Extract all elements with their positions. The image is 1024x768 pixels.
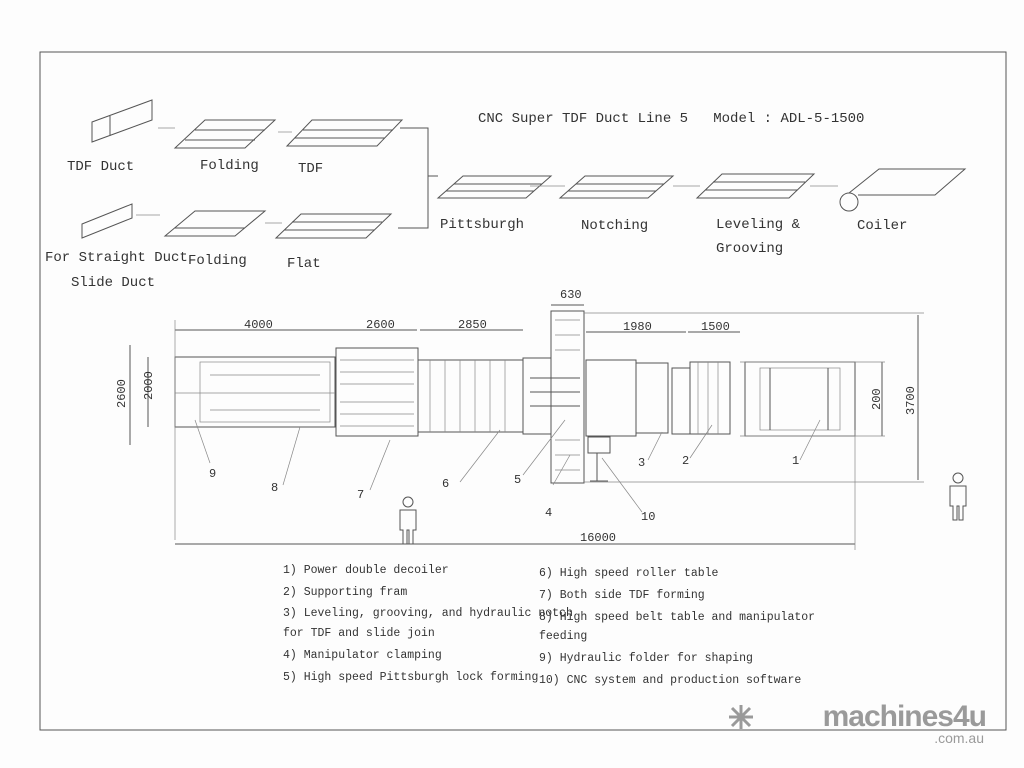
- callout-6: 6: [442, 477, 449, 491]
- tdf-forming: [335, 347, 419, 437]
- dim-4000: 4000: [244, 318, 273, 332]
- dim-height-2600: 2600: [115, 379, 129, 408]
- drawing-frame: [39, 51, 1007, 731]
- label-coiler: Coiler: [857, 218, 907, 234]
- label-folding-2: Folding: [188, 253, 247, 269]
- legend-item-2: 2) Supporting fram: [283, 586, 407, 599]
- cnc-console: [587, 436, 611, 454]
- callout-4: 4: [545, 506, 552, 520]
- coiler-roll: [839, 192, 859, 212]
- callout-1: 1: [792, 454, 799, 468]
- notching-sheet: [558, 175, 675, 199]
- dim-1980: 1980: [623, 320, 652, 334]
- human-figure-right: [949, 472, 967, 521]
- legend-item-3-cont: for TDF and slide join: [283, 627, 435, 640]
- decoiler: [744, 361, 856, 437]
- diagram-title: CNC Super TDF Duct Line 5 Model : ADL-5-…: [478, 111, 864, 127]
- label-grooving: Grooving: [716, 241, 783, 257]
- callout-5: 5: [514, 473, 521, 487]
- watermark-domain: .com.au: [934, 730, 984, 746]
- legend-item-7: 7) Both side TDF forming: [539, 589, 705, 602]
- pittsburgh-sheet: [436, 175, 553, 199]
- roller-table: [417, 359, 524, 433]
- legend-item-1: 1) Power double decoiler: [283, 564, 449, 577]
- label-tdf: TDF: [298, 161, 323, 177]
- callout-leaders: [194, 419, 821, 513]
- callout-7: 7: [357, 488, 364, 502]
- watermark-brand: machines4u: [822, 700, 987, 733]
- label-notching: Notching: [581, 218, 648, 234]
- folding-sheet-2: [163, 210, 267, 237]
- dim-2850: 2850: [458, 318, 487, 332]
- legend-item-3: 3) Leveling, grooving, and hydraulic not…: [283, 607, 573, 620]
- callout-9: 9: [209, 467, 216, 481]
- label-tdf-duct: TDF Duct: [67, 159, 134, 175]
- label-folding-1: Folding: [200, 158, 259, 174]
- dim-1500: 1500: [701, 320, 730, 334]
- machines4u-logo-icon: [729, 705, 753, 729]
- callout-2: 2: [682, 454, 689, 468]
- leveling-sheet: [695, 173, 816, 199]
- dim-height-200: 200: [870, 388, 884, 410]
- label-flat: Flat: [287, 256, 321, 272]
- human-figure-left: [399, 496, 417, 545]
- tdf-sheet: [285, 119, 404, 147]
- label-pittsburgh: Pittsburgh: [440, 217, 524, 233]
- label-slide-duct: Slide Duct: [71, 275, 155, 291]
- legend: 1) Power double decoiler 2) Supporting f…: [283, 564, 815, 687]
- flat-sheet: [274, 213, 393, 239]
- pittsburgh-former: [522, 357, 552, 435]
- legend-item-9: 9) Hydraulic folder for shaping: [539, 652, 753, 665]
- coiler-sheet: [848, 168, 967, 196]
- dim-630: 630: [560, 288, 582, 302]
- straight-duct-shape: [81, 203, 133, 239]
- legend-item-6: 6) High speed roller table: [539, 567, 719, 580]
- watermark: machines4u .com.au: [822, 700, 987, 746]
- dim-2600: 2600: [366, 318, 395, 332]
- dim-height-2000: 2000: [142, 371, 156, 400]
- legend-item-10: 10) CNC system and production software: [539, 674, 801, 687]
- dimension-lines: [129, 304, 924, 550]
- hydraulic-folder: [174, 356, 336, 428]
- dim-total-16000: 16000: [580, 531, 616, 545]
- tdf-duct-shape: [91, 99, 153, 143]
- label-straight-duct: For Straight Duct: [45, 250, 188, 266]
- process-flow: [81, 99, 967, 239]
- callout-10: 10: [641, 510, 655, 524]
- manipulator: [550, 310, 585, 484]
- legend-item-8-cont: feeding: [539, 630, 587, 643]
- legend-item-4: 4) Manipulator clamping: [283, 649, 442, 662]
- legend-item-8: 8) High speed belt table and manipulator: [539, 611, 815, 624]
- notch-unit: [635, 362, 669, 434]
- legend-item-5: 5) High speed Pittsburgh lock forming: [283, 671, 538, 684]
- callout-3: 3: [638, 456, 645, 470]
- callout-8: 8: [271, 481, 278, 495]
- folding-sheet-1: [173, 119, 277, 149]
- label-leveling: Leveling &: [716, 217, 801, 233]
- supporting-frame: [689, 361, 731, 435]
- dim-height-3700: 3700: [904, 386, 918, 415]
- machine-layout: [174, 310, 856, 484]
